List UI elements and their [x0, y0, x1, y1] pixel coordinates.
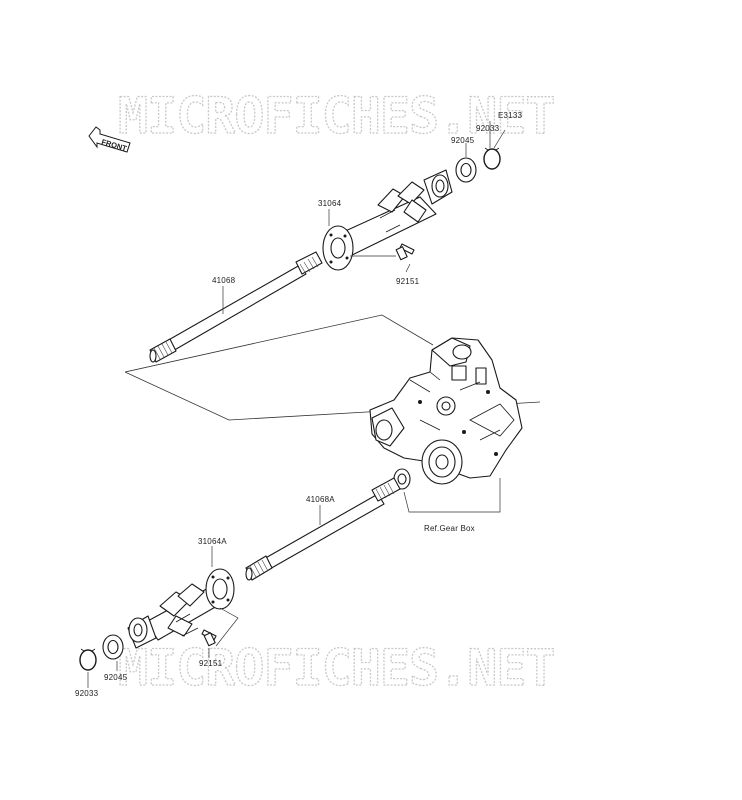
- label-92151-bottom: 92151: [199, 659, 223, 668]
- ref-gearbox-bracket: [403, 478, 501, 513]
- bolt-92151-bottom: [201, 629, 217, 647]
- oil-seal: [393, 468, 411, 490]
- circlip-92033-top: [483, 147, 501, 170]
- leader-lines: [87, 121, 506, 688]
- gear-box: [369, 337, 523, 485]
- label-92033-bottom: 92033: [75, 689, 99, 698]
- watermark-bottom: MICROFICHES.NET: [118, 639, 555, 697]
- axle-housing-31064a: [127, 568, 235, 649]
- axle-shaft-41068a: [245, 477, 401, 581]
- label-31064a: 31064A: [198, 537, 227, 546]
- label-ref-gear-box: Ref.Gear Box: [424, 524, 475, 533]
- axle-shaft-41068: [149, 251, 323, 363]
- bearing-92045-top: [455, 157, 477, 183]
- label-92045-top: 92045: [451, 136, 475, 145]
- label-31064: 31064: [318, 199, 342, 208]
- circlip-92033-bottom: [79, 648, 97, 671]
- label-e3133: E3133: [498, 111, 522, 120]
- label-41068: 41068: [212, 276, 236, 285]
- label-92045-bottom: 92045: [104, 673, 128, 682]
- label-92151-top: 92151: [396, 277, 420, 286]
- bolt-92151-top: [395, 243, 415, 261]
- label-41068a: 41068A: [306, 495, 335, 504]
- label-92033-top: 92033: [476, 124, 500, 133]
- axle-housing-31064: [322, 169, 453, 271]
- watermark-top: MICROFICHES.NET: [118, 87, 555, 145]
- bearing-92045-bottom: [102, 634, 124, 660]
